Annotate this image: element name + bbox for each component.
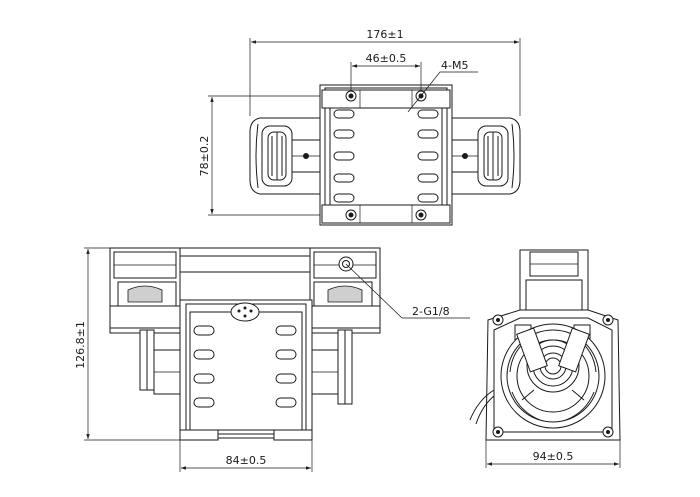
mounting-holes [345, 90, 427, 221]
front-frame-slots [193, 325, 297, 408]
callout-thread: 4-M5 [407, 59, 478, 113]
dim-hole-spacing-label: 46±0.5 [366, 52, 407, 65]
dim-side-width-label: 94±0.5 [533, 450, 574, 463]
dim-top-height: 78±0.2 [198, 95, 320, 216]
frame-slots [333, 109, 439, 203]
dim-overall-width-label: 176±1 [366, 28, 403, 41]
dim-front-height-label: 126.8±1 [74, 321, 87, 369]
side-view [469, 249, 621, 441]
dim-side-width: 94±0.5 [485, 440, 621, 468]
front-view [109, 247, 381, 441]
dim-front-height: 126.8±1 [74, 247, 180, 441]
dim-front-base-label: 84±0.5 [226, 454, 267, 467]
left-pump-head [249, 117, 321, 195]
dim-top-height-label: 78±0.2 [198, 136, 211, 177]
callout-port-label: 2-G1/8 [412, 305, 450, 318]
callout-thread-label: 4-M5 [441, 59, 468, 72]
dim-overall-width: 176±1 [249, 28, 521, 116]
dim-hole-spacing: 46±0.5 [350, 52, 422, 90]
right-pump-head [451, 117, 521, 195]
top-view [249, 84, 521, 226]
callout-port: 2-G1/8 [345, 263, 470, 319]
dim-front-base: 84±0.5 [179, 440, 313, 472]
